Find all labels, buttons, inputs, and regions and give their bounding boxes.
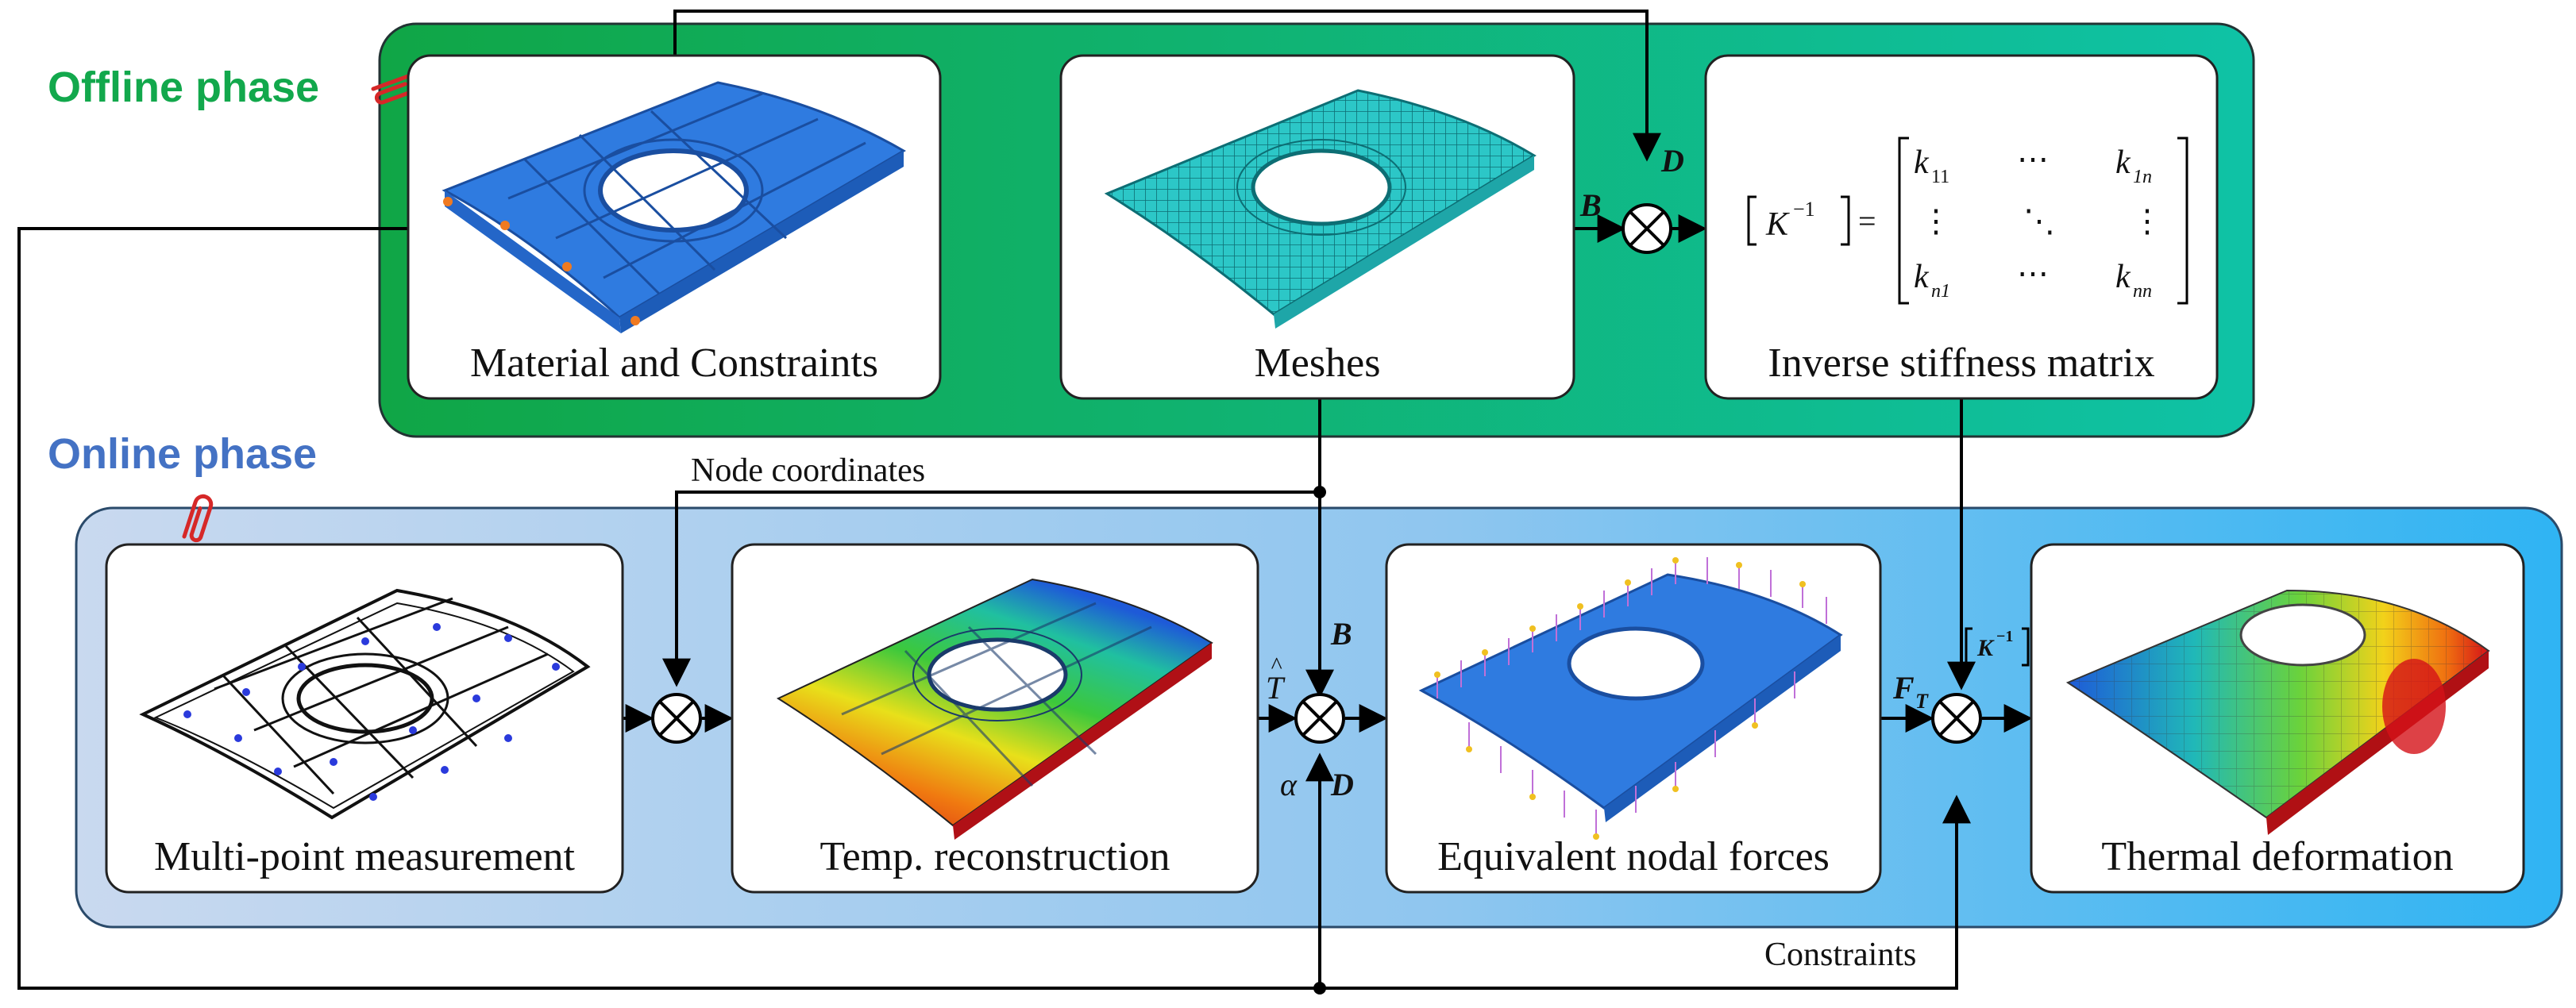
svg-text:k: k	[1914, 144, 1930, 181]
svg-text:⋮: ⋮	[2131, 203, 2163, 239]
part-model-blue	[442, 81, 906, 333]
symbol-T-hat: T	[1266, 670, 1286, 706]
caption-meshes: Meshes	[1255, 340, 1381, 386]
caption-inverse-stiffness: Inverse stiffness matrix	[1768, 340, 2154, 386]
svg-text:n1: n1	[1931, 281, 1950, 302]
multiply-circle-icon	[1294, 693, 1345, 744]
svg-text:−1: −1	[1996, 628, 2013, 645]
svg-text:11: 11	[1931, 167, 1949, 187]
svg-text:1n: 1n	[2133, 167, 2152, 187]
symbol-D-mid: D	[1330, 767, 1354, 802]
svg-text:K: K	[1765, 206, 1790, 243]
svg-text:−1: −1	[1793, 198, 1815, 221]
svg-text:k: k	[1914, 259, 1930, 295]
svg-text:⋮: ⋮	[1920, 203, 1952, 239]
svg-text:k: k	[2115, 144, 2131, 181]
box-thermal-deformation: Thermal deformation	[2030, 543, 2525, 894]
symbol-F-T-subscript: T	[1915, 690, 1929, 713]
box-meshes: Meshes	[1059, 54, 1575, 400]
svg-text:nn: nn	[2133, 281, 2152, 302]
sensor-points	[183, 623, 560, 801]
box-equivalent-nodal-forces: Equivalent nodal forces	[1385, 543, 1882, 894]
caption-temp-reconstruction: Temp. reconstruction	[819, 834, 1170, 879]
label-node-coordinates: Node coordinates	[691, 452, 925, 489]
symbol-B-top: B	[1579, 187, 1602, 223]
caption-multipoint-measurement: Multi-point measurement	[154, 834, 576, 879]
nodal-forces-model	[1418, 557, 1843, 840]
svg-text:k: k	[2115, 259, 2131, 295]
constraint-markers	[443, 197, 640, 325]
symbol-hat: ^	[1271, 652, 1282, 679]
caption-material-constraints: Material and Constraints	[470, 340, 878, 386]
multiply-circle-icon	[651, 693, 702, 744]
paperclip-icon	[182, 494, 214, 543]
svg-text:⋯: ⋯	[2017, 256, 2049, 291]
junction-dot	[1313, 982, 1326, 995]
multiply-circle-icon	[1622, 203, 1672, 254]
symbol-alpha: α	[1280, 767, 1298, 802]
caption-equivalent-nodal-forces: Equivalent nodal forces	[1437, 834, 1830, 879]
label-constraints: Constraints	[1764, 937, 1916, 973]
box-material-constraints: Material and Constraints	[407, 54, 942, 400]
offline-phase-label: Offline phase	[48, 63, 319, 111]
matrix-equation: K −1 = k 11 ⋯ k 1n ⋮ ⋱ ⋮ k n1 ⋯ k nn	[1747, 137, 2188, 305]
deformation-model	[2065, 589, 2490, 835]
caption-thermal-deformation: Thermal deformation	[2101, 834, 2453, 879]
junction-dot	[1313, 486, 1326, 498]
box-inverse-stiffness: K −1 = k 11 ⋯ k 1n ⋮ ⋱ ⋮ k n1 ⋯ k nn Inv…	[1704, 54, 2219, 400]
temperature-field-model	[776, 578, 1213, 840]
symbol-B-mid: B	[1330, 616, 1352, 652]
wireframe-model	[139, 588, 591, 820]
symbol-D-top: D	[1660, 143, 1684, 179]
symbol-K-inverse: K −1	[1965, 627, 2030, 667]
svg-text:=: =	[1858, 203, 1876, 239]
symbol-F-T: F	[1892, 670, 1915, 706]
online-phase-label: Online phase	[48, 430, 317, 478]
multiply-circle-icon	[1931, 693, 1982, 744]
svg-text:⋯: ⋯	[2017, 141, 2049, 177]
mesh-model	[1104, 89, 1537, 329]
svg-text:K: K	[1976, 635, 1995, 661]
connectors	[17, 10, 2033, 990]
box-temp-reconstruction: Temp. reconstruction	[731, 543, 1259, 894]
box-multipoint-measurement: Multi-point measurement	[105, 543, 624, 894]
svg-text:⋱: ⋱	[2023, 203, 2055, 239]
